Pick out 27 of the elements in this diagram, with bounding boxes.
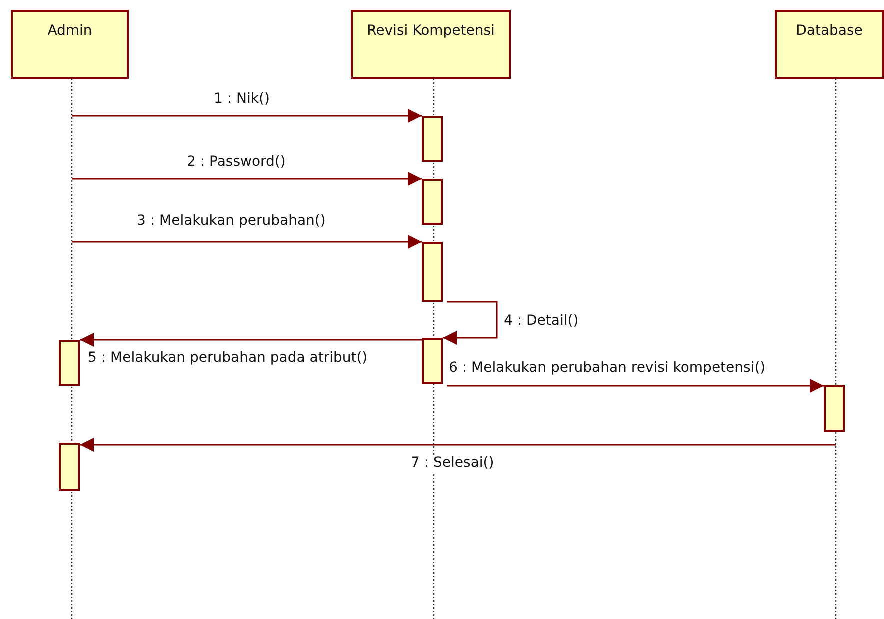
- lifeline-header: [11, 10, 129, 79]
- actor-name: Revisi Kompetensi: [367, 23, 495, 39]
- activation-bar: [824, 385, 845, 432]
- message-arrow: [72, 109, 422, 123]
- activation-bar: [59, 443, 80, 491]
- message-arrow: [443, 301, 498, 345]
- activation-bar: [422, 242, 443, 302]
- message-label: 3 : Melakukan perubahan(): [136, 213, 327, 230]
- lifeline-header: [775, 10, 884, 79]
- message-label: 7 : Selesai(): [410, 455, 496, 472]
- activation-bar: [59, 340, 80, 386]
- message-arrow: [72, 172, 422, 186]
- message-arrow: [80, 438, 836, 452]
- actor-name: Database: [796, 23, 863, 39]
- message-label: 4 : Detail(): [503, 313, 580, 330]
- actor-name: Admin: [48, 23, 92, 39]
- activation-bar: [422, 116, 443, 162]
- message-arrow: [80, 333, 422, 347]
- activation-bar: [422, 338, 443, 384]
- message-label: 6 : Melakukan perubahan revisi kompetensi(): [448, 360, 767, 377]
- lifeline-header: [351, 10, 511, 79]
- activation-bar: [422, 179, 443, 225]
- message-label: 1 : Nik(): [213, 91, 271, 108]
- message-arrow: [447, 379, 824, 393]
- message-arrow: [72, 235, 422, 249]
- message-label: 5 : Melakukan perubahan pada atribut(): [87, 350, 369, 367]
- message-label: 2 : Password(): [186, 154, 287, 171]
